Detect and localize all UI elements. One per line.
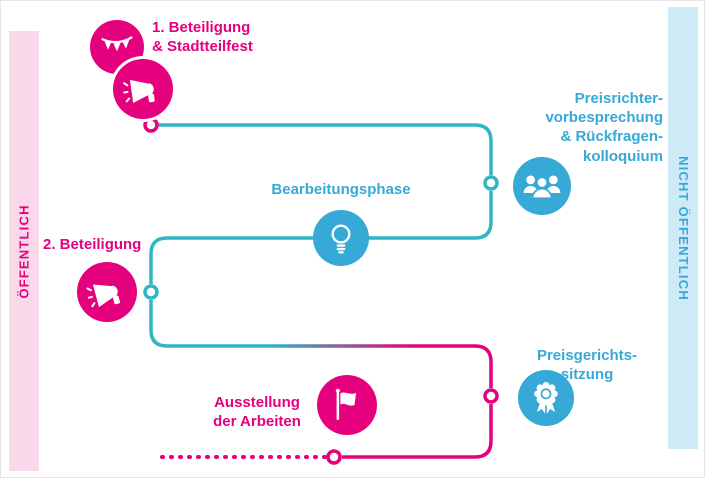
public-sidebar: ÖFFENTLICH <box>9 31 39 471</box>
path-segment-teal <box>149 123 493 284</box>
milestone-dot-1 <box>143 117 159 133</box>
node-bearbeitungsphase <box>313 210 369 266</box>
lightbulb-icon <box>322 219 360 257</box>
bunting-icon <box>99 34 135 60</box>
label-beteiligung1: 1. Beteiligung & Stadtteilfest <box>152 19 253 56</box>
node-ausstellung <box>317 375 377 435</box>
node-preisrichter <box>513 157 571 215</box>
label-preisrichter: Preisrichter- vorbesprechung & Rückfrage… <box>545 90 663 165</box>
jury-icon <box>521 165 563 207</box>
label-preisgericht: Preisgerichts- sitzung <box>536 347 638 384</box>
label-bearbeitungsphase: Bearbeitungsphase <box>271 181 411 198</box>
megaphone-icon <box>83 268 132 317</box>
megaphone-icon <box>120 66 165 111</box>
label-beteiligung2: 2. Beteiligung <box>43 236 142 253</box>
flag-icon <box>327 385 367 425</box>
milestone-dot-4 <box>483 388 499 404</box>
path-segment-transition <box>149 300 493 388</box>
non-public-sidebar: NICHT ÖFFENTLICH <box>668 7 698 449</box>
milestone-dot-2 <box>483 175 499 191</box>
milestone-dot-5 <box>326 449 342 465</box>
node-beteiligung1 <box>113 59 173 119</box>
award-icon <box>526 378 566 418</box>
node-beteiligung2 <box>77 262 137 322</box>
label-ausstellung: Ausstellung der Arbeiten <box>213 394 301 431</box>
node-preisgericht <box>518 370 574 426</box>
path-segment-pink <box>342 404 493 459</box>
milestone-dot-3 <box>143 284 159 300</box>
